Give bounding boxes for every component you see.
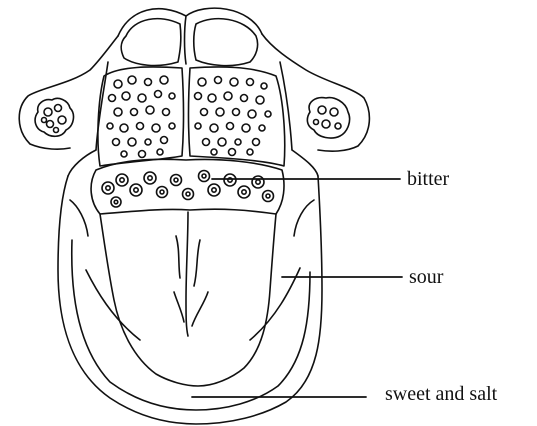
leader-lines	[192, 179, 402, 397]
label-sweet-and-salt: sweet and salt	[385, 384, 497, 404]
epiglottis	[118, 8, 262, 65]
papillae-region-right	[189, 67, 285, 166]
label-bitter: bitter	[407, 169, 449, 189]
label-sour: sour	[409, 267, 443, 287]
lingual-tonsil-right	[307, 98, 349, 138]
tongue-body	[58, 176, 322, 424]
circumvallate-papillae	[91, 159, 284, 214]
lingual-tonsil-left	[35, 98, 73, 136]
papillae-region-left	[98, 67, 184, 166]
